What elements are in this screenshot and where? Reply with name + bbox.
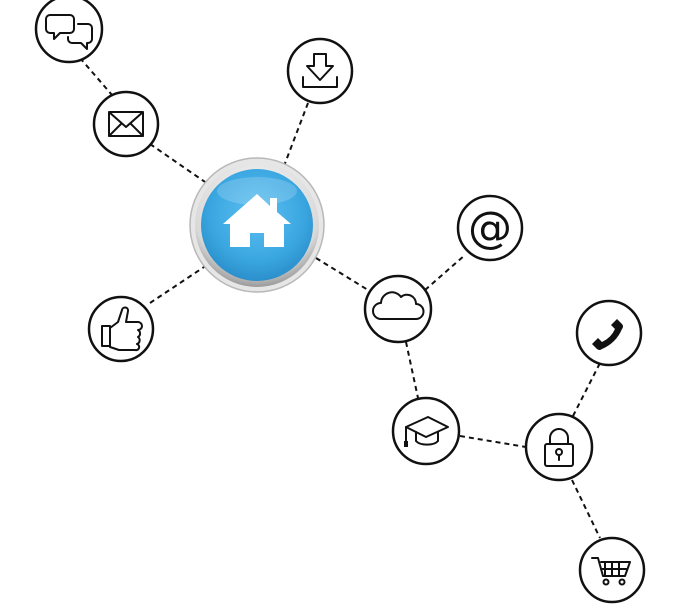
cloud-node[interactable]: [363, 274, 433, 344]
shopping-cart-icon: [591, 557, 631, 586]
graduation-cap-icon: [404, 416, 449, 447]
phone-handset-icon: [592, 319, 623, 350]
edge-mail-hub: [149, 143, 209, 185]
email-node[interactable]: @: [456, 194, 524, 262]
edge-chat-mail: [79, 57, 113, 96]
edge-hub-cloud: [315, 257, 369, 291]
edge-download-hub: [283, 102, 309, 167]
lock-node[interactable]: [524, 412, 594, 482]
at-sign-icon: @: [468, 203, 512, 254]
thumbs-up-icon: [101, 306, 143, 352]
phone-node[interactable]: [575, 299, 643, 367]
padlock-icon: [544, 428, 574, 467]
edge-lock-phone: [572, 362, 601, 417]
edge-cloud-education: [405, 341, 419, 399]
cart-node[interactable]: [578, 536, 646, 604]
edge-cloud-email: [424, 254, 466, 291]
home-icon: [223, 194, 291, 247]
envelope-icon: [108, 111, 144, 137]
edge-lock-cart: [571, 479, 601, 539]
edge-like-hub: [149, 264, 208, 304]
home-hub[interactable]: [189, 157, 325, 293]
education-node[interactable]: [391, 396, 461, 466]
like-node[interactable]: [87, 295, 155, 363]
download-node[interactable]: [286, 37, 354, 105]
cloud-icon: [372, 291, 425, 320]
download-icon: [302, 53, 338, 88]
mail-node[interactable]: [92, 90, 160, 158]
connection-lines: [79, 57, 601, 539]
edge-education-lock: [459, 435, 527, 448]
speech-bubbles-icon: [45, 14, 93, 50]
chat-node[interactable]: [34, 0, 104, 64]
